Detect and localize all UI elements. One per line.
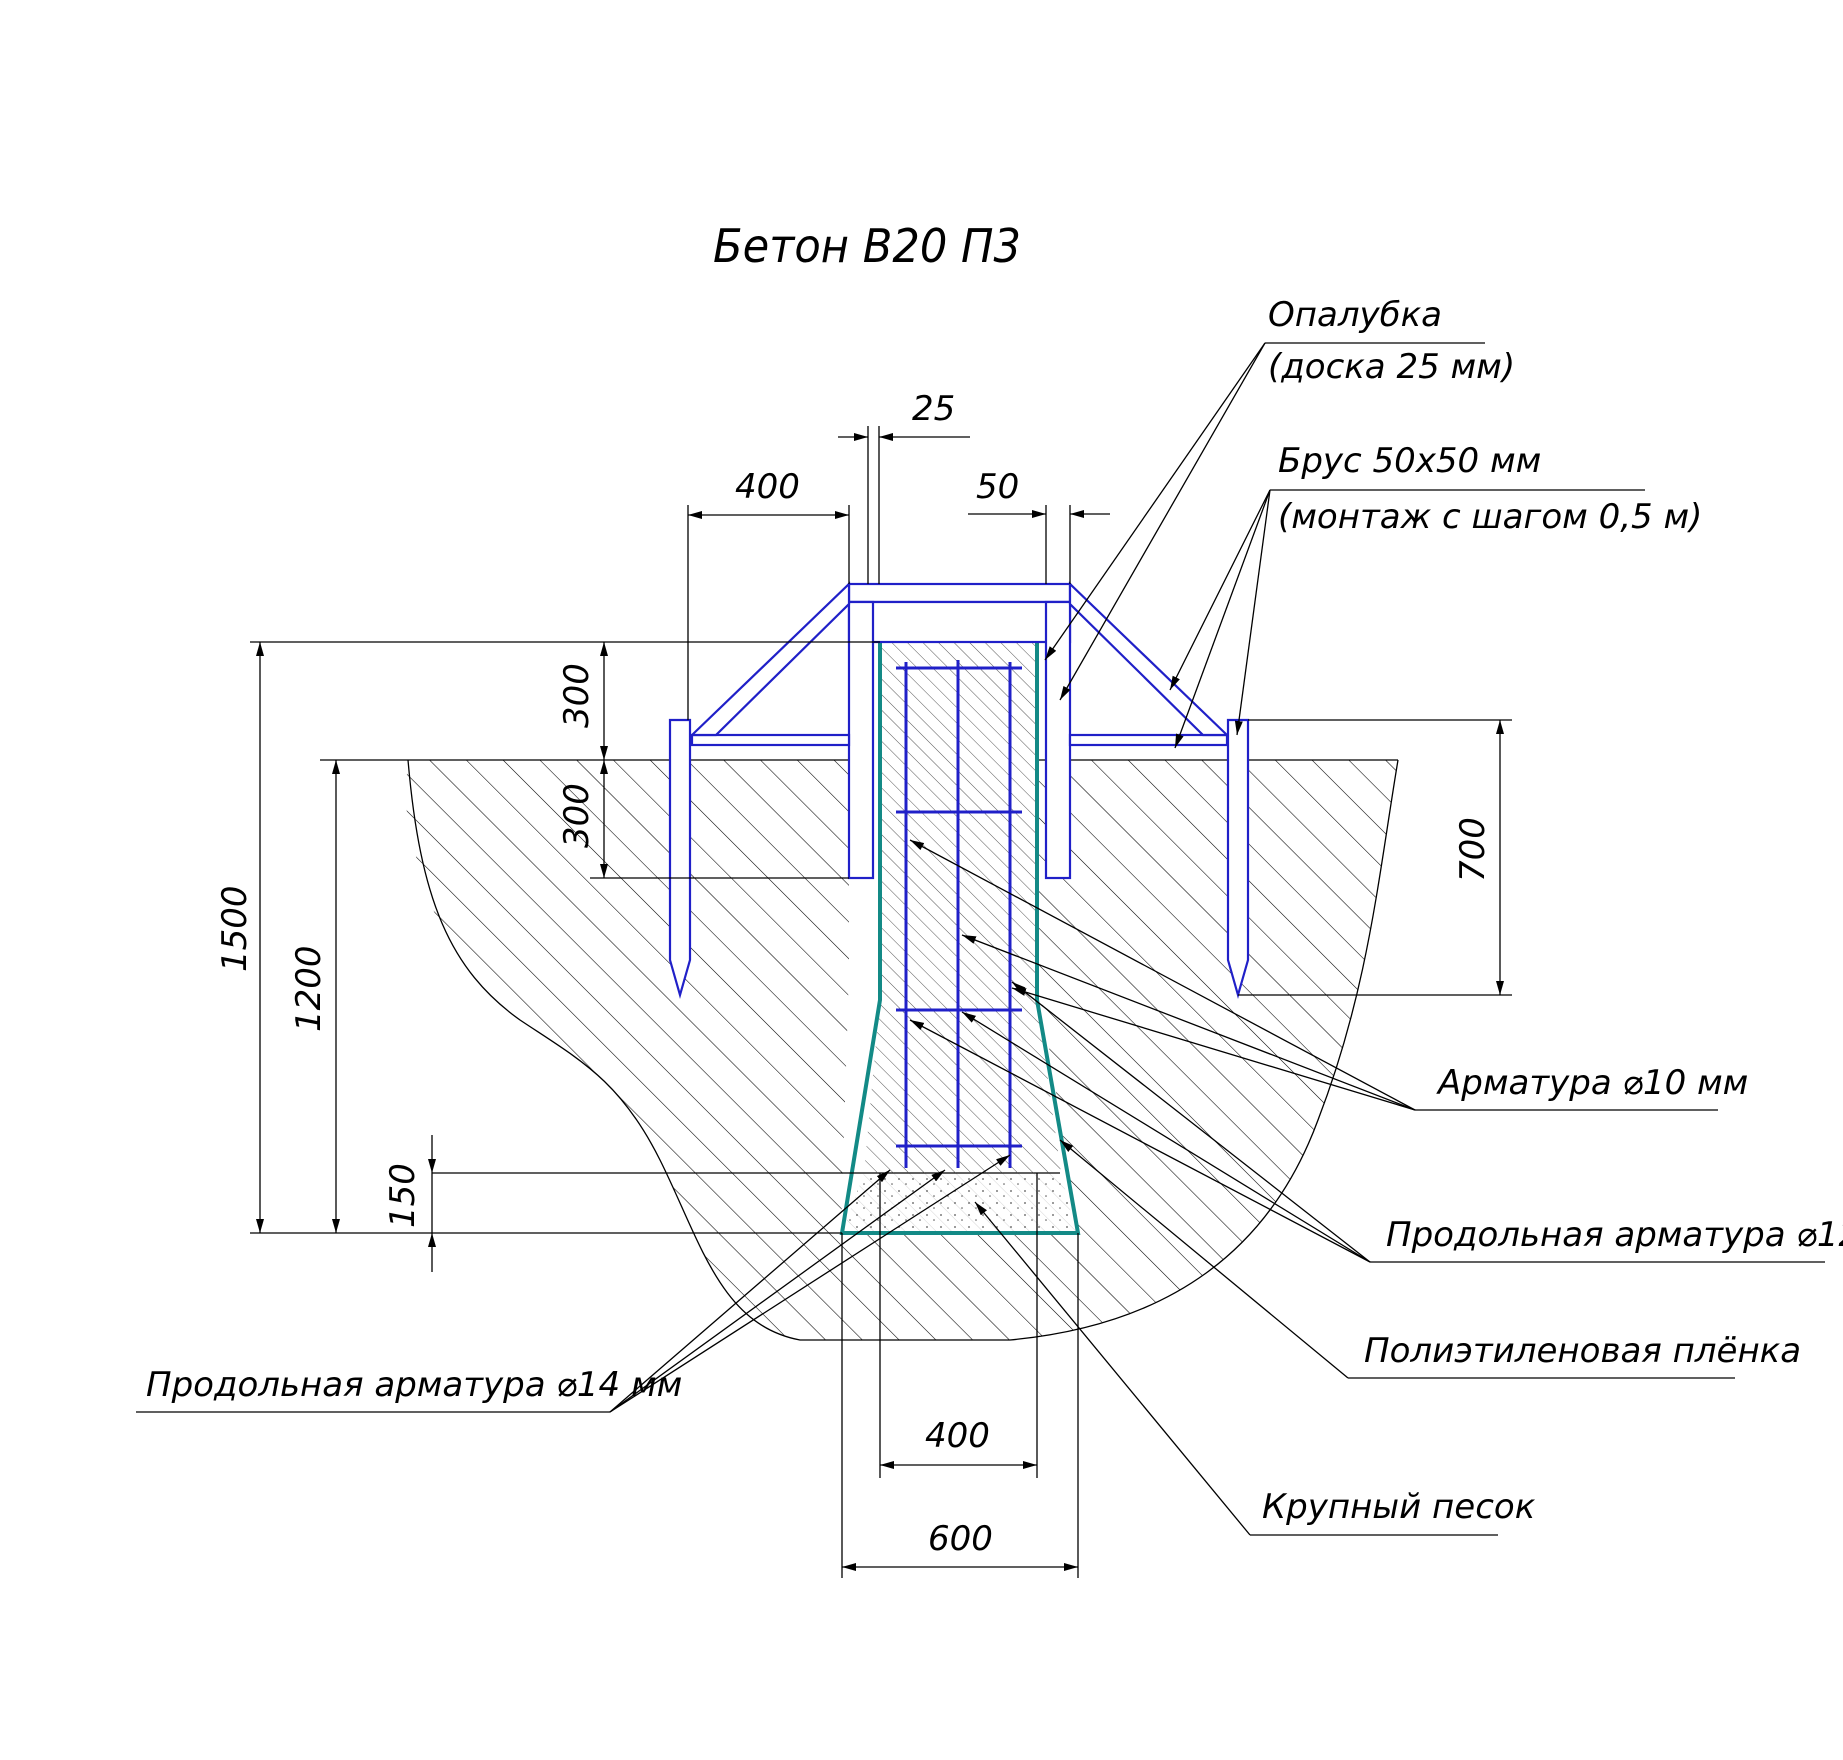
beam-label-1: Брус 50х50 мм (1278, 441, 1541, 481)
formwork-label-2: (доска 25 мм) (1268, 347, 1515, 387)
drawing-title: Бетон В20 П3 (713, 219, 1021, 273)
dim-300-lower: 300 (557, 783, 597, 848)
rebar12-label: Продольная арматура ⌀12 мм (1386, 1215, 1843, 1255)
formwork-frame (668, 581, 1250, 1000)
dim-700: 700 (1453, 817, 1493, 882)
sand-label: Крупный песок (1262, 1487, 1536, 1527)
dim-50: 50 (976, 467, 1019, 507)
sand-cushion (842, 1172, 1076, 1233)
soil-section (405, 759, 1399, 1341)
beam-label-2: (монтаж с шагом 0,5 м) (1278, 497, 1702, 537)
dim-400-top: 400 (735, 467, 800, 507)
film-label: Полиэтиленовая плёнка (1364, 1331, 1801, 1371)
dim-300-upper: 300 (557, 663, 597, 728)
concrete-column (864, 642, 1061, 1173)
leader-lines (136, 342, 1825, 1536)
formwork-label-1: Опалубка (1268, 295, 1442, 335)
dim-25: 25 (912, 389, 955, 429)
dim-1200: 1200 (289, 945, 329, 1032)
dim-150: 150 (383, 1163, 423, 1228)
rebar10-label: Арматура ⌀10 мм (1436, 1063, 1748, 1103)
dim-600: 600 (928, 1519, 993, 1559)
dim-1500: 1500 (215, 885, 255, 972)
rebar-cage (896, 660, 1022, 1168)
rebar14-label: Продольная арматура ⌀14 мм (146, 1365, 682, 1405)
dim-400-bottom: 400 (925, 1416, 990, 1456)
polyethylene-film (839, 642, 1081, 1235)
dimension-lines (250, 426, 1512, 1578)
